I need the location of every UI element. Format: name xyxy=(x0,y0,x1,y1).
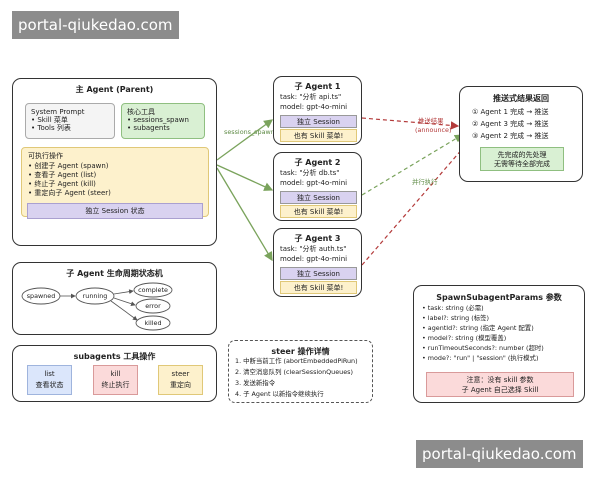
operations-item: • 查看子 Agent (list) xyxy=(28,171,97,179)
param-item: • mode?: "run" | "session" (执行模式) xyxy=(422,354,539,362)
sub-agent-model: model: gpt-4o-mini xyxy=(280,103,348,111)
edge-label-announce2: (announce) xyxy=(415,126,452,134)
op-steer-box: steer 重定向 xyxy=(158,365,203,395)
spawn-params-title: SpawnSubagentParams 参数 xyxy=(436,293,562,302)
spawn-arrow-2 xyxy=(216,164,274,191)
parallel-arrow xyxy=(361,134,464,196)
spawn-params-panel: SpawnSubagentParams 参数 • task: string (必… xyxy=(413,285,585,403)
op-kill-box: kill 终止执行 xyxy=(93,365,138,395)
watermark-top: portal-qiukedao.com xyxy=(12,11,179,39)
spawn-arrow-1 xyxy=(216,119,274,161)
state-error xyxy=(135,298,171,314)
steer-step: 2. 清空消息队列 (clearSessionQueues) xyxy=(235,368,353,376)
state-label-running: running xyxy=(82,292,108,300)
sub-agent-session: 独立 Session xyxy=(280,267,357,280)
operations-item: • 重定向子 Agent (steer) xyxy=(28,189,111,197)
op-desc: 终止执行 xyxy=(101,381,130,389)
core-tools-item: • subagents xyxy=(127,124,170,132)
op-name: kill xyxy=(110,370,121,378)
steer-detail-title: steer 操作详情 xyxy=(271,347,330,356)
sub-agent-model: model: gpt-4o-mini xyxy=(280,255,348,263)
param-item: • model?: string (模型覆盖) xyxy=(422,334,507,342)
op-list-box: list 查看状态 xyxy=(27,365,72,395)
param-item: • runTimeoutSeconds?: number (超时) xyxy=(422,344,544,352)
lifecycle-panel: 子 Agent 生命周期状态机 spawned running complete… xyxy=(12,262,217,335)
sub-agent-title: 子 Agent 3 xyxy=(294,234,341,243)
sub-agent-skill: 也有 Skill 菜单! xyxy=(280,129,357,142)
steer-step: 3. 发送新指令 xyxy=(235,379,276,387)
state-label-killed: killed xyxy=(144,319,162,327)
edge-label-parallel: 并行执行 xyxy=(412,178,438,186)
main-session-state: 独立 Session 状态 xyxy=(27,203,203,219)
spawn-arrow-3 xyxy=(216,167,273,262)
core-tools-box: 核心工具 • sessions_spawn • subagents xyxy=(121,103,205,139)
params-note-line: 子 Agent 自己选择 Skill xyxy=(461,386,539,394)
system-prompt-item: • Tools 列表 xyxy=(31,124,71,132)
state-label-complete: complete xyxy=(138,286,168,294)
push-note-box: 先完成的先处理 无需等待全部完成 xyxy=(480,147,564,171)
params-note-line: 注意：没有 skill 参数 xyxy=(466,376,534,384)
state-label-spawned: spawned xyxy=(26,292,56,300)
params-note-box: 注意：没有 skill 参数 子 Agent 自己选择 Skill xyxy=(426,372,574,397)
push-result-item: ① Agent 1 完成 → 推送 xyxy=(472,108,549,116)
sub-agent-3: 子 Agent 3 task: "分析 auth.ts" model: gpt-… xyxy=(273,228,362,297)
lifecycle-diagram xyxy=(21,282,173,331)
op-name: list xyxy=(44,370,55,378)
result-arrow-3 xyxy=(361,139,471,266)
transition-arrow xyxy=(113,289,134,295)
sub-agent-model: model: gpt-4o-mini xyxy=(280,179,348,187)
transition-arrow xyxy=(110,300,138,321)
sub-agent-task: task: "分析 db.ts" xyxy=(280,169,340,177)
sub-agent-session: 独立 Session xyxy=(280,115,357,128)
state-complete xyxy=(133,282,173,298)
sub-agent-2: 子 Agent 2 task: "分析 db.ts" model: gpt-4o… xyxy=(273,152,362,221)
operations-item: • 创建子 Agent (spawn) xyxy=(28,162,109,170)
sub-agent-1: 子 Agent 1 task: "分析 api.ts" model: gpt-4… xyxy=(273,76,362,145)
subagents-tool-title: subagents 工具操作 xyxy=(73,352,156,361)
push-results-title: 推送式结果返回 xyxy=(493,94,549,103)
param-item: • agentId?: string (指定 Agent 配置) xyxy=(422,324,534,332)
sub-agent-title: 子 Agent 2 xyxy=(294,158,341,167)
announce-arrow xyxy=(361,117,460,130)
op-name: steer xyxy=(171,370,190,378)
sub-agent-skill: 也有 Skill 菜单! xyxy=(280,205,357,218)
param-item: • label?: string (标签) xyxy=(422,314,489,322)
edge-label-spawn: sessions_spawn xyxy=(224,128,275,136)
watermark-bottom: portal-qiukedao.com xyxy=(416,440,583,468)
push-results-panel: 推送式结果返回 ① Agent 1 完成 → 推送 ② Agent 3 完成 →… xyxy=(459,86,583,182)
steer-step: 4. 子 Agent 以新指令继续执行 xyxy=(235,390,324,398)
op-desc: 重定向 xyxy=(170,381,191,389)
transition-arrow xyxy=(113,297,136,307)
push-result-item: ③ Agent 2 完成 → 推送 xyxy=(472,132,549,140)
sub-agent-session: 独立 Session xyxy=(280,191,357,204)
sub-agent-task: task: "分析 api.ts" xyxy=(280,93,342,101)
lifecycle-title: 子 Agent 生命周期状态机 xyxy=(66,269,163,278)
sub-agent-task: task: "分析 auth.ts" xyxy=(280,245,347,253)
push-result-item: ② Agent 3 完成 → 推送 xyxy=(472,120,549,128)
core-tools-item: • sessions_spawn xyxy=(127,116,189,124)
steer-step: 1. 中断当前工作 (abortEmbeddedPiRun) xyxy=(235,357,358,365)
op-desc: 查看状态 xyxy=(35,381,64,389)
main-agent-title: 主 Agent (Parent) xyxy=(75,85,154,94)
state-running xyxy=(75,287,115,305)
sub-agent-skill: 也有 Skill 菜单! xyxy=(280,281,357,294)
state-killed xyxy=(135,315,171,331)
system-prompt-item: • Skill 菜单 xyxy=(31,116,68,124)
operations-title: 可执行操作 xyxy=(28,152,63,160)
state-label-error: error xyxy=(145,302,161,310)
core-tools-title: 核心工具 xyxy=(127,108,155,116)
edge-label-announce: 推送结果 xyxy=(418,117,444,125)
main-agent-panel: 主 Agent (Parent) System Prompt • Skill 菜… xyxy=(12,78,217,246)
push-note-line: 无需等待全部完成 xyxy=(494,160,550,168)
push-note-line: 先完成的先处理 xyxy=(497,151,547,159)
operations-item: • 终止子 Agent (kill) xyxy=(28,180,96,188)
steer-detail-panel: steer 操作详情 1. 中断当前工作 (abortEmbeddedPiRun… xyxy=(228,340,373,403)
param-item: • task: string (必需) xyxy=(422,304,484,312)
system-prompt-box: System Prompt • Skill 菜单 • Tools 列表 xyxy=(25,103,115,139)
system-prompt-title: System Prompt xyxy=(31,108,85,116)
sub-agent-title: 子 Agent 1 xyxy=(294,82,341,91)
subagents-tool-panel: subagents 工具操作 list 查看状态 kill 终止执行 steer… xyxy=(12,345,217,402)
